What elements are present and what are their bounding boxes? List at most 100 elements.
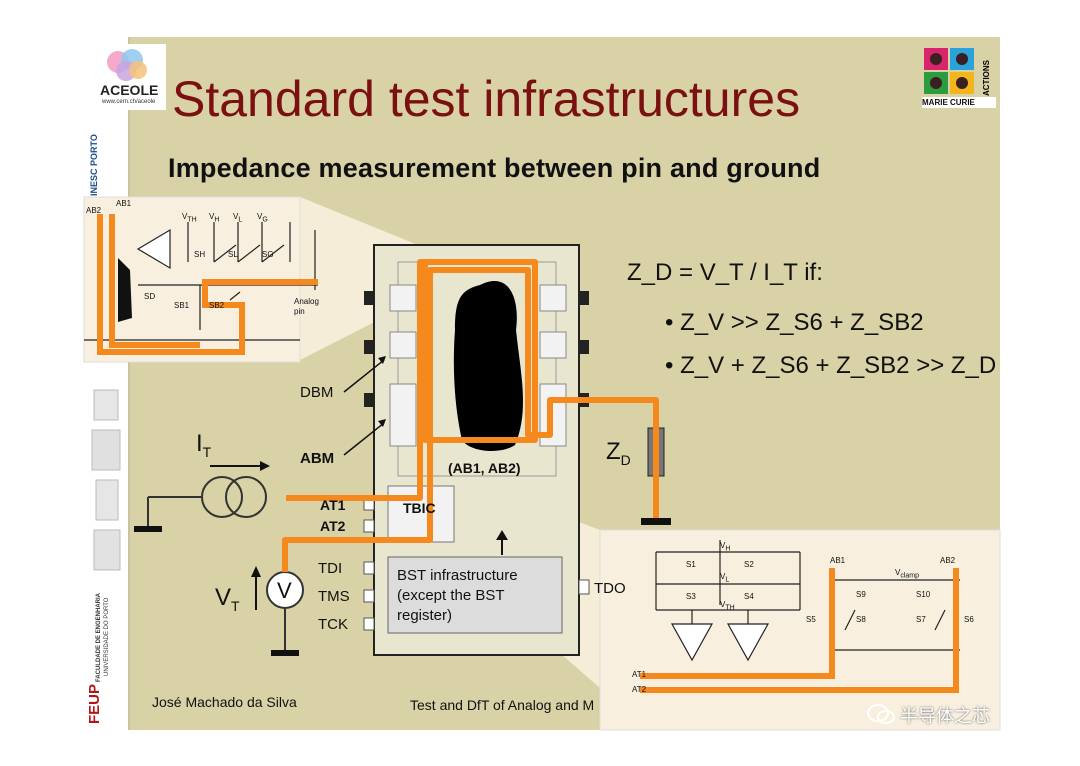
- switch-s1: S1: [686, 560, 696, 569]
- it-label: IT: [196, 430, 211, 460]
- inset-top-vth: VTH: [182, 212, 197, 224]
- inset-top-ab1: AB1: [116, 199, 132, 208]
- aceole-circles-icon: [107, 49, 147, 81]
- bst-line-1: BST infrastructure: [397, 567, 518, 584]
- boundary-cell: [389, 331, 417, 359]
- vg-sub: G: [262, 216, 268, 224]
- b-vh-text: V: [720, 541, 726, 550]
- switch-s2: S2: [744, 560, 754, 569]
- inset-top-sd: SD: [144, 292, 156, 301]
- b-vl-text: V: [720, 572, 726, 581]
- tbic-label: TBIC: [403, 500, 436, 516]
- page-subtitle: Impedance measurement between pin and gr…: [168, 153, 821, 183]
- left-logo-bar: [78, 37, 130, 730]
- aceole-name: ACEOLE: [100, 82, 159, 98]
- vl-text: V: [233, 212, 239, 221]
- inset-top-ab2: AB2: [86, 206, 102, 215]
- inset-top-sb2: SB2: [209, 301, 225, 310]
- building-sketch-icon: [91, 389, 121, 571]
- vg-text: V: [257, 212, 263, 221]
- inset-bottom-vclamp: Vclamp: [895, 568, 919, 580]
- it-text: I: [196, 430, 203, 457]
- voltmeter-symbol: V: [277, 578, 292, 603]
- footer-author: José Machado da Silva: [152, 694, 297, 710]
- switch-s6: S6: [964, 615, 974, 624]
- switch-s5: S5: [806, 615, 816, 624]
- formula-main-text: Z_D = V_T / I_T if:: [627, 259, 823, 286]
- inset-bottom-vl: VL: [720, 572, 729, 584]
- inset-top-vl: VL: [233, 212, 242, 224]
- inset-bottom-at1: AT1: [632, 670, 647, 679]
- inset-bottom-ab1: AB1: [830, 556, 846, 565]
- vh-sub: H: [214, 216, 220, 224]
- footer-course: Test and DfT of Analog and M: [410, 697, 595, 713]
- switch-s7: S7: [916, 615, 926, 624]
- vth-text: V: [182, 212, 188, 221]
- inset-bottom-ab2: AB2: [940, 556, 956, 565]
- it-sub: T: [202, 443, 212, 460]
- b-vth-sub: TH: [725, 604, 735, 612]
- tms-label: TMS: [318, 588, 350, 605]
- switch-s8: S8: [856, 615, 866, 624]
- core-label: (AB1, AB2): [448, 460, 521, 476]
- inset-top-analog-1: Analog: [294, 297, 319, 306]
- vt-text: V: [215, 584, 232, 611]
- inset-bottom-at2: AT2: [632, 685, 647, 694]
- switch-s4: S4: [744, 592, 754, 601]
- condition-1-text: Z_V >> Z_S6 + Z_SB2: [680, 309, 924, 336]
- core-logic-block: [453, 281, 523, 452]
- marie-curie-text: MARIE CURIE: [922, 98, 975, 107]
- tdo-label: TDO: [594, 580, 626, 597]
- at1-label: AT1: [320, 497, 346, 513]
- bst-line-2: (except the BST: [397, 587, 505, 604]
- at2-label: AT2: [320, 518, 346, 534]
- zd-label: ZD: [606, 438, 631, 468]
- b-vth-text: V: [720, 600, 726, 609]
- tdi-label: TDI: [318, 560, 343, 577]
- inset-top-sl: SL: [228, 250, 238, 259]
- abm-label: ABM: [300, 450, 335, 467]
- bst-line-3: register): [397, 607, 453, 624]
- zd-text: Z: [606, 438, 621, 465]
- boundary-cell: [389, 284, 417, 312]
- inset-bottom-vth: VTH: [720, 600, 735, 612]
- tck-label: TCK: [318, 616, 348, 633]
- switch-s3: S3: [686, 592, 696, 601]
- vt-label: VT: [215, 584, 240, 614]
- inset-top-sb1: SB1: [174, 301, 190, 310]
- switch-s9: S9: [856, 590, 866, 599]
- condition-2-text: Z_V + Z_S6 + Z_SB2 >> Z_D: [680, 352, 997, 379]
- vt-sub: T: [231, 597, 240, 614]
- formula-main: Z_D = V_T / I_T if:: [627, 259, 823, 287]
- wechat-icon: [867, 704, 895, 724]
- vclamp-text: V: [895, 568, 901, 577]
- inset-top-vh: VH: [209, 212, 219, 224]
- inset-top-sg: SG: [262, 250, 274, 259]
- zd-sub: D: [620, 451, 631, 468]
- watermark-text: 半导体之芯: [900, 706, 990, 726]
- switch-s10: S10: [916, 590, 931, 599]
- inset-top-vg: VG: [257, 212, 268, 224]
- marie-curie-logo: MARIE CURIE ACTIONS: [922, 44, 996, 110]
- boundary-cell: [539, 331, 567, 359]
- aceole-logo: ACEOLE www.cern.ch/aceole: [92, 44, 166, 110]
- vh-text: V: [209, 212, 215, 221]
- bottom-inset: [599, 529, 1001, 731]
- boundary-cell: [539, 284, 567, 312]
- boundary-cell: [389, 383, 417, 447]
- condition-1: • Z_V >> Z_S6 + Z_SB2: [665, 309, 924, 336]
- top-inset-projection: [300, 197, 418, 360]
- inset-bottom-vh: VH: [720, 541, 730, 553]
- condition-2: • Z_V + Z_S6 + Z_SB2 >> Z_D: [665, 352, 997, 379]
- page-title: Standard test infrastructures: [172, 71, 801, 127]
- inset-top-sh: SH: [194, 250, 206, 259]
- inset-top-analog-2: pin: [294, 307, 305, 316]
- dbm-label: DBM: [300, 384, 334, 401]
- vth-sub: TH: [187, 216, 197, 224]
- bst-infrastructure-box: [387, 556, 563, 634]
- vclamp-sub: clamp: [900, 572, 920, 580]
- aceole-url: www.cern.ch/aceole: [102, 99, 156, 105]
- vl-sub: L: [238, 216, 243, 224]
- b-vl-sub: L: [725, 576, 730, 584]
